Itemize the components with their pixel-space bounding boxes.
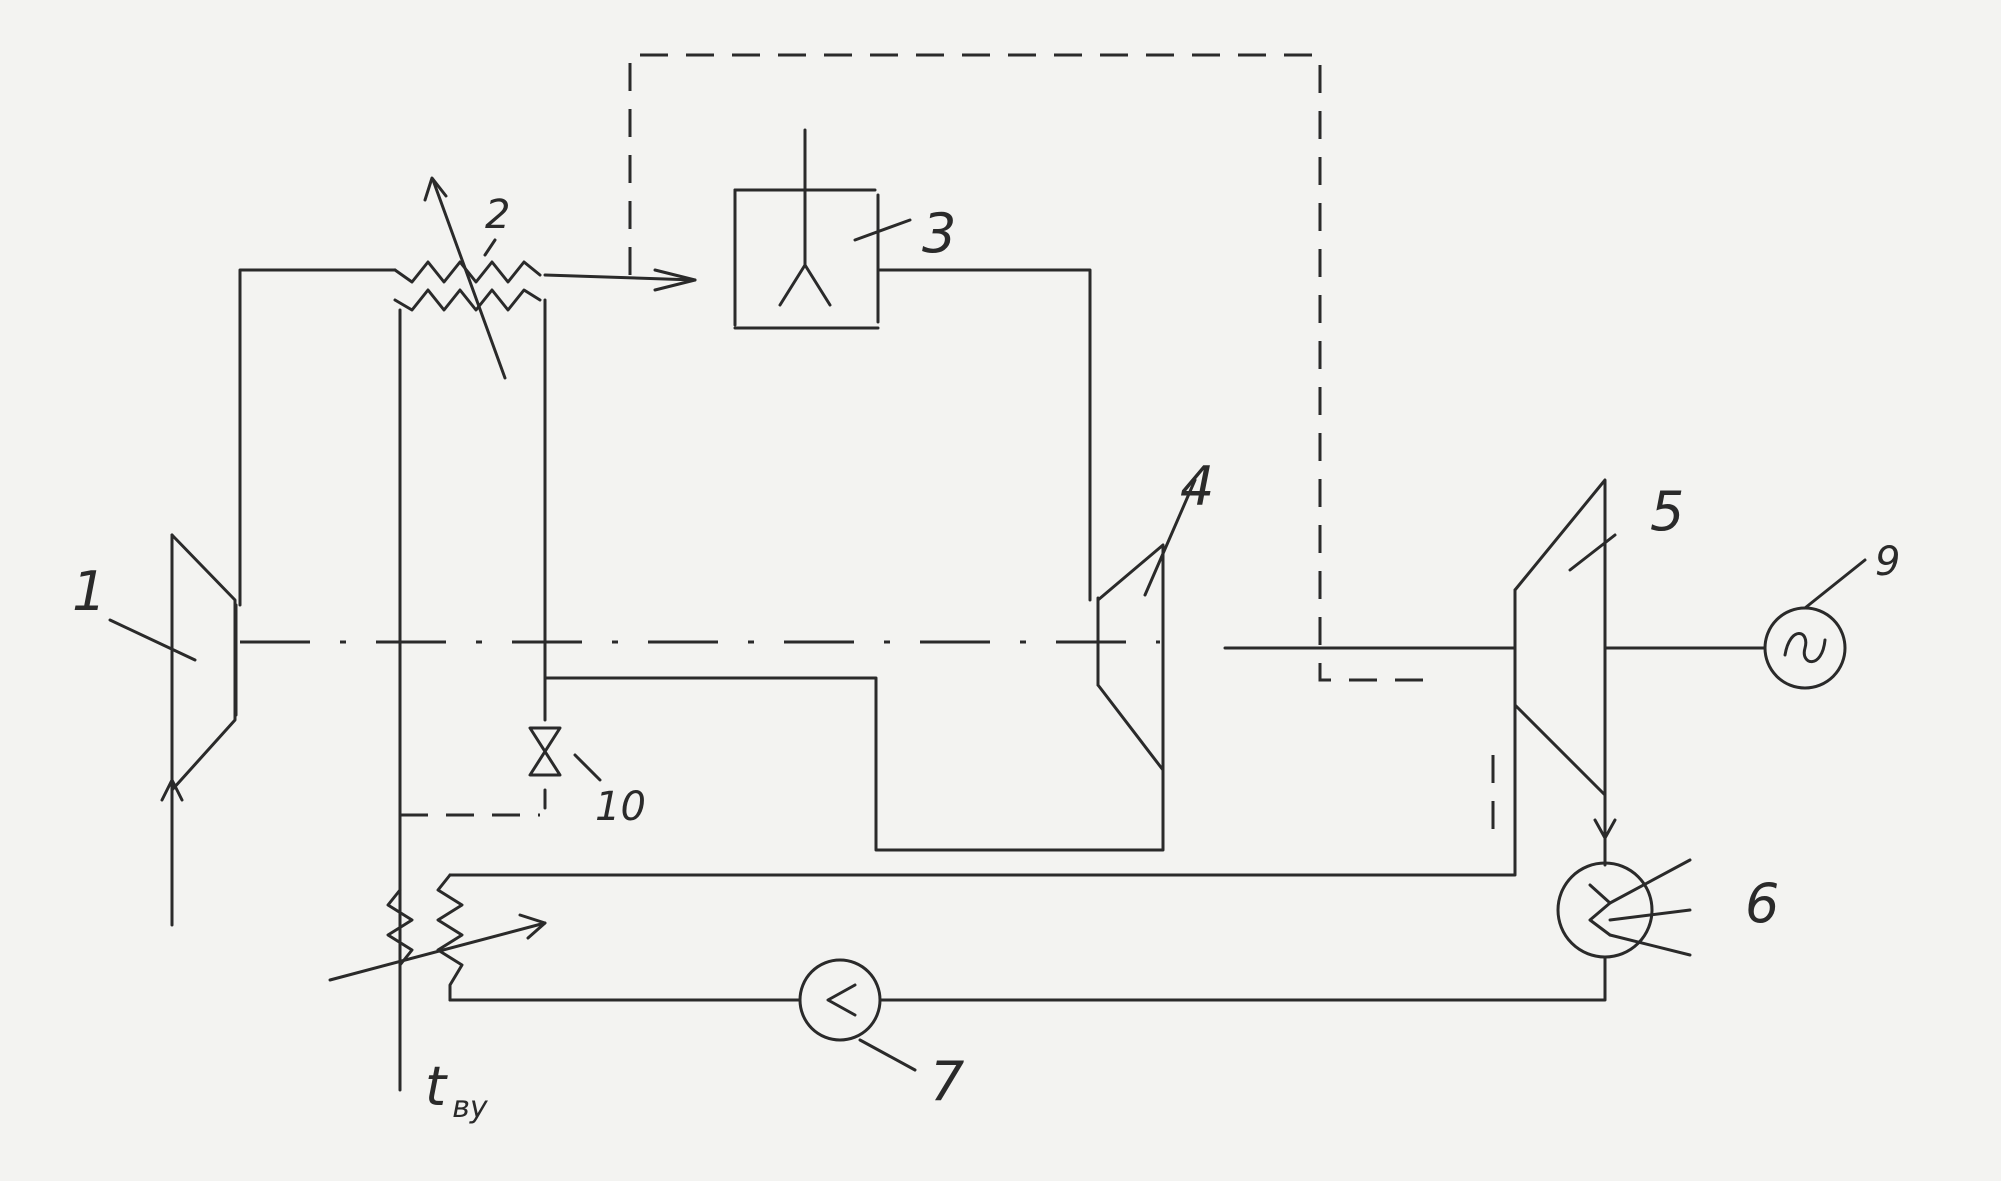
leader-7: [858, 1038, 917, 1072]
leader-1: [108, 618, 197, 662]
label-5: 5: [1650, 480, 1684, 543]
label-6: 6: [1745, 872, 1779, 935]
label-1: 1: [72, 560, 106, 623]
compressor-1: [160, 533, 238, 927]
valve-10: [528, 726, 562, 810]
leader-5: [1568, 533, 1617, 572]
generator-9: [1763, 606, 1847, 690]
water-heater: [328, 308, 547, 1092]
pipe-boiler-bottom-right: [878, 956, 1607, 1002]
leader-4: [1143, 478, 1197, 597]
combustor-3: [733, 128, 880, 330]
boiler-6: [1556, 858, 1692, 959]
pipe-to-combustor: [543, 273, 697, 282]
pipe-to-turbine-4: [878, 268, 1092, 602]
leader-3: [853, 218, 912, 242]
arrow-exhaust: [1593, 818, 1617, 840]
recuperator-2: [393, 176, 542, 380]
leader-2: [483, 238, 497, 257]
control-line-upper: [628, 53, 1440, 682]
label-9: 9: [1875, 539, 1900, 585]
label-4: 4: [1180, 455, 1214, 518]
leader-10: [573, 753, 602, 782]
pipe-boiler-top: [448, 703, 1517, 877]
pipe-compressor-out: [238, 268, 397, 607]
label-3: 3: [922, 202, 956, 265]
pump-7: [798, 958, 882, 1042]
arrow-to-combustor: [653, 268, 697, 292]
label-7: 7: [930, 1050, 964, 1113]
label-10: 10: [595, 784, 646, 830]
pipe-turbine4-loop: [543, 676, 1165, 852]
label-2: 2: [485, 192, 510, 238]
leader-9: [1803, 558, 1867, 610]
turbine-5: [1513, 478, 1607, 797]
